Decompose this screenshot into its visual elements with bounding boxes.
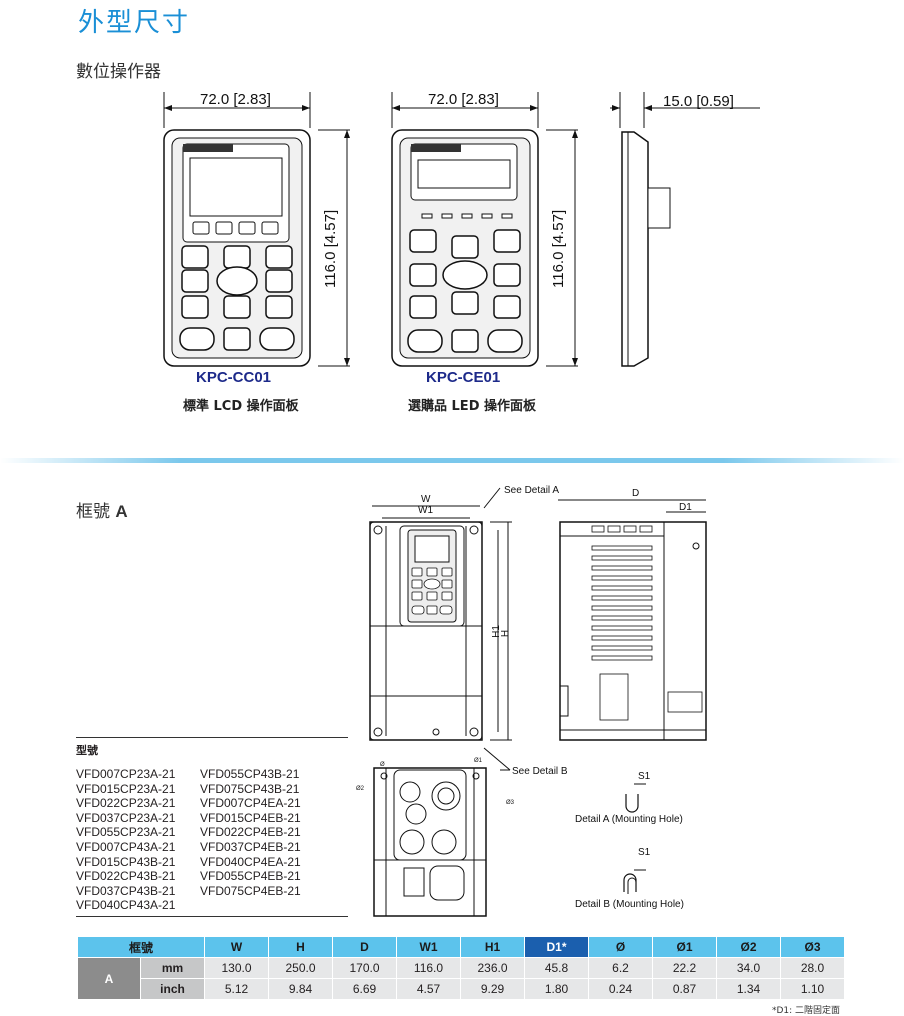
detail-a-caption: Detail A (Mounting Hole): [575, 814, 683, 825]
model-item: VFD075CP43B-21: [200, 781, 300, 796]
model-item: VFD015CP4EB-21: [200, 810, 301, 825]
keypad1-width-dim: 72.0 [2.83]: [200, 91, 271, 108]
table-cell: 6.2: [588, 957, 653, 979]
label-see-detail-a: See Detail A: [504, 485, 560, 496]
table-cell: 1.80: [524, 978, 589, 999]
table-cell: 250.0: [268, 957, 333, 979]
table-cell: 170.0: [332, 957, 397, 979]
table-header: H1: [460, 937, 525, 958]
table-header: Ø2: [716, 937, 781, 958]
section-keypad-title: 數位操作器: [76, 62, 161, 82]
model-item: VFD040CP4EA-21: [200, 854, 301, 869]
model-item: VFD075CP4EB-21: [200, 883, 301, 898]
keypad2-width-dim: 72.0 [2.83]: [428, 91, 499, 108]
table-unit-cell: inch: [140, 978, 205, 999]
table-header-row: 框號 W H D W1 H1 D1* Ø Ø1 Ø2 Ø3: [78, 937, 845, 958]
table-cell: 45.8: [524, 957, 589, 979]
table-header: Ø3: [780, 937, 845, 958]
label-phi1-bottom: Ø1: [474, 758, 483, 764]
table-header: D: [332, 937, 397, 958]
table-cell: 34.0: [716, 957, 781, 979]
table-cell: 130.0: [204, 957, 269, 979]
table-footnote: *D1: 二階固定面: [771, 1006, 840, 1016]
table-unit-cell: mm: [140, 957, 205, 979]
label-phi2-bottom: Ø2: [356, 786, 365, 792]
frame-front-view: [369, 487, 512, 771]
table-cell: 6.69: [332, 978, 397, 999]
models-col2: VFD055CP43B-21 VFD075CP43B-21 VFD007CP4E…: [200, 767, 301, 898]
table-row: inch 5.12 9.84 6.69 4.57 9.29 1.80 0.24 …: [78, 978, 845, 999]
model-item: VFD007CP23A-21: [76, 767, 176, 781]
table-header: 框號: [78, 937, 205, 958]
keypad2-model: KPC-CE01: [426, 369, 501, 386]
models-col1: VFD007CP23A-21 VFD015CP23A-21 VFD022CP23…: [76, 767, 175, 913]
model-item: VFD055CP23A-21: [76, 825, 176, 840]
keypad-side-drawing: [610, 92, 760, 367]
model-item: VFD015CP23A-21: [76, 781, 176, 796]
detail-a-drawing: [625, 783, 646, 813]
model-item: VFD040CP43A-21: [76, 898, 176, 913]
model-item: VFD037CP43B-21: [76, 883, 176, 898]
table-cell: 9.84: [268, 978, 333, 999]
side-depth-dim: 15.0 [0.59]: [663, 93, 734, 110]
table-cell: 0.87: [652, 978, 717, 999]
table-header: H: [268, 937, 333, 958]
label-h: H: [500, 629, 512, 638]
table-cell: 0.24: [588, 978, 653, 999]
table-header: W: [204, 937, 269, 958]
model-item: VFD007CP4EA-21: [200, 796, 301, 811]
model-item: VFD022CP4EB-21: [200, 825, 301, 840]
model-item: VFD015CP43B-21: [76, 854, 176, 869]
frame-side-view: [558, 499, 707, 741]
table-cell: 22.2: [652, 957, 717, 979]
model-item: VFD037CP23A-21: [76, 810, 176, 825]
model-item: VFD007CP43A-21: [76, 839, 176, 854]
dimensions-table: 框號 W H D W1 H1 D1* Ø Ø1 Ø2 Ø3 A mm 130.0…: [78, 937, 845, 999]
label-w: W: [421, 494, 431, 505]
detail-b-drawing: [623, 869, 646, 894]
keypad1-caption: 標準 LCD 操作面板: [183, 399, 299, 414]
table-header: D1*: [524, 937, 589, 958]
label-d: D: [632, 488, 640, 499]
table-cell: 28.0: [780, 957, 845, 979]
models-bottom-rule: [76, 916, 348, 917]
label-s1-a: S1: [638, 771, 651, 782]
keypad-cc01-drawing: [163, 92, 350, 367]
label-see-detail-b: See Detail B: [512, 766, 568, 777]
table-frame-cell: A: [78, 957, 141, 999]
table-cell: 9.29: [460, 978, 525, 999]
section-divider: [0, 458, 904, 463]
model-item: VFD055CP4EB-21: [200, 869, 301, 884]
table-cell: 1.34: [716, 978, 781, 999]
models-top-rule: [76, 737, 348, 738]
model-item: VFD055CP43B-21: [200, 767, 300, 781]
label-d1: D1: [679, 502, 692, 513]
detail-b-caption: Detail B (Mounting Hole): [575, 899, 684, 910]
model-item: VFD037CP4EB-21: [200, 839, 301, 854]
table-header: W1: [396, 937, 461, 958]
table-header: Ø: [588, 937, 653, 958]
table-cell: 5.12: [204, 978, 269, 999]
table-cell: 236.0: [460, 957, 525, 979]
frame-bottom-view: [373, 767, 510, 917]
table-cell: 1.10: [780, 978, 845, 999]
keypad2-caption: 選購品 LED 操作面板: [408, 399, 537, 414]
table-header: Ø1: [652, 937, 717, 958]
page-title: 外型尺寸: [78, 8, 191, 38]
keypad-drawings: [163, 92, 760, 367]
label-s1-b: S1: [638, 847, 651, 858]
table-cell: 4.57: [396, 978, 461, 999]
model-item: VFD022CP43B-21: [76, 869, 176, 884]
label-phi-bottom: Ø: [380, 762, 385, 768]
table-cell: 116.0: [396, 957, 461, 979]
label-phi3-bottom: Ø3: [506, 800, 515, 806]
table-row: A mm 130.0 250.0 170.0 116.0 236.0 45.8 …: [78, 957, 845, 999]
keypad-ce01-drawing: [391, 92, 578, 367]
label-w1: W1: [418, 505, 433, 516]
model-item: VFD022CP23A-21: [76, 796, 176, 811]
frame-title: 框號 A: [76, 502, 128, 522]
frame-drawings: [369, 487, 707, 917]
keypad1-model: KPC-CC01: [196, 369, 272, 386]
models-heading: 型號: [76, 744, 98, 757]
